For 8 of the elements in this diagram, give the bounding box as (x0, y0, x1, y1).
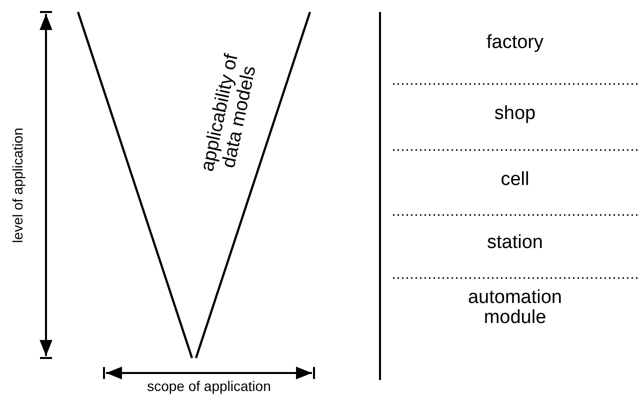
axis-label: level of application (10, 126, 26, 245)
level-label: automation module (466, 288, 563, 328)
level-label: station (486, 233, 544, 253)
axis-label: scope of application (146, 379, 272, 394)
level-label: cell (500, 170, 530, 190)
region-label: applicability of data models (196, 51, 262, 176)
level-label: shop (493, 104, 537, 124)
level-label: factory (485, 33, 545, 53)
